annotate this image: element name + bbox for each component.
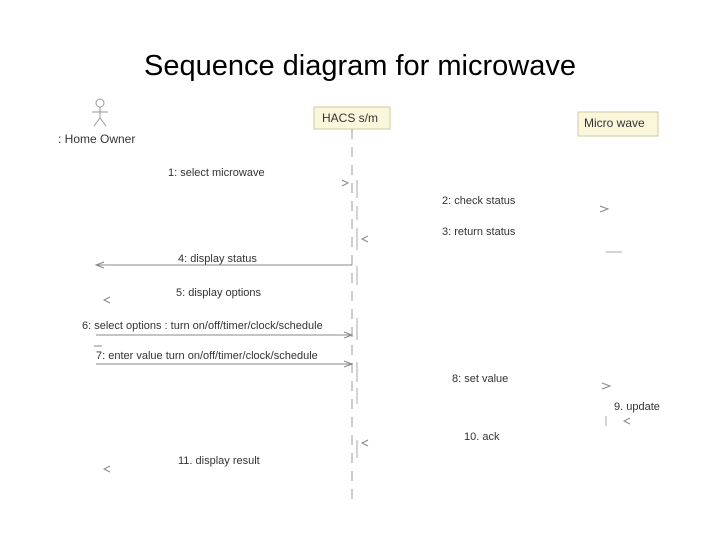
message-7-arrow [96,360,354,368]
message-11-arrow [102,465,111,473]
hacs-label: HACS s/m [322,111,379,125]
message-3-arrow [360,235,369,243]
microwave-object-box [577,111,659,137]
message-8-label: 8: set value [452,373,509,385]
home-owner-label: : Home Owner [58,132,136,146]
message-1-label: 1: select microwave [168,167,265,179]
message-4-label: 4: display status [178,253,257,265]
message-9-arrow [622,417,631,425]
microwave-label: Micro wave [584,116,645,130]
message-2-label: 2: check status [442,195,516,207]
message-8-arrow [601,382,612,390]
message-3-label: 3: return status [442,226,516,238]
message-2-arrow [599,205,610,213]
message-10-arrow [360,439,369,447]
slide-title: Sequence diagram for microwave [144,50,576,82]
message-10-label: 10. ack [464,431,500,443]
message-5-label: 5: display options [176,287,261,299]
home-owner-actor-icon [92,98,108,127]
message-6-label: 6: select options : turn on/off/timer/cl… [82,320,323,332]
message-7-label: 7: enter value turn on/off/timer/clock/s… [96,350,318,362]
message-1-arrow [341,179,350,187]
microwave-lifeline [605,251,622,426]
message-11-label: 11. display result [178,455,260,467]
message-5-arrow [102,296,111,304]
message-4-arrow [94,261,352,269]
message-9-label: 9. update [614,401,660,413]
message-6-arrow [94,331,354,347]
